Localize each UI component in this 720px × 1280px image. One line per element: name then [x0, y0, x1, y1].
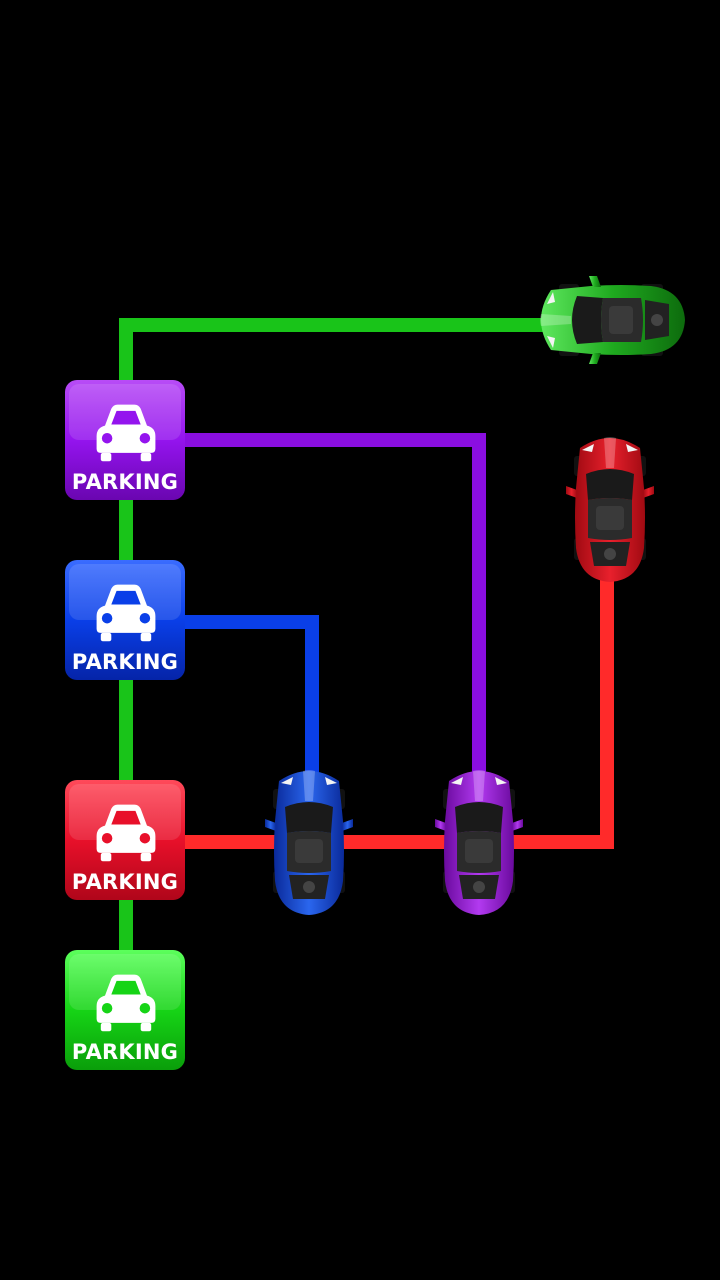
parking-lot-blue[interactable]: PARKING [65, 560, 185, 680]
parking-label: PARKING [72, 1040, 178, 1064]
path-purple [180, 433, 486, 830]
car-blue[interactable] [265, 770, 353, 915]
sports-car-icon [435, 770, 523, 915]
car-purple[interactable] [435, 770, 523, 915]
car-green[interactable] [540, 276, 685, 364]
parking-label: PARKING [72, 650, 178, 674]
sports-car-icon [540, 276, 685, 364]
sports-car-icon [566, 437, 654, 582]
paths-layer [119, 318, 614, 1000]
parking-lot-red[interactable]: PARKING [65, 780, 185, 900]
path-blue [180, 615, 319, 830]
path-green [119, 318, 545, 1000]
path-red [180, 560, 614, 849]
parking-label: PARKING [72, 470, 178, 494]
parking-lot-purple[interactable]: PARKING [65, 380, 185, 500]
parking-lot-green[interactable]: PARKING [65, 950, 185, 1070]
car-red[interactable] [566, 437, 654, 582]
sports-car-icon [265, 770, 353, 915]
parking-label: PARKING [72, 870, 178, 894]
